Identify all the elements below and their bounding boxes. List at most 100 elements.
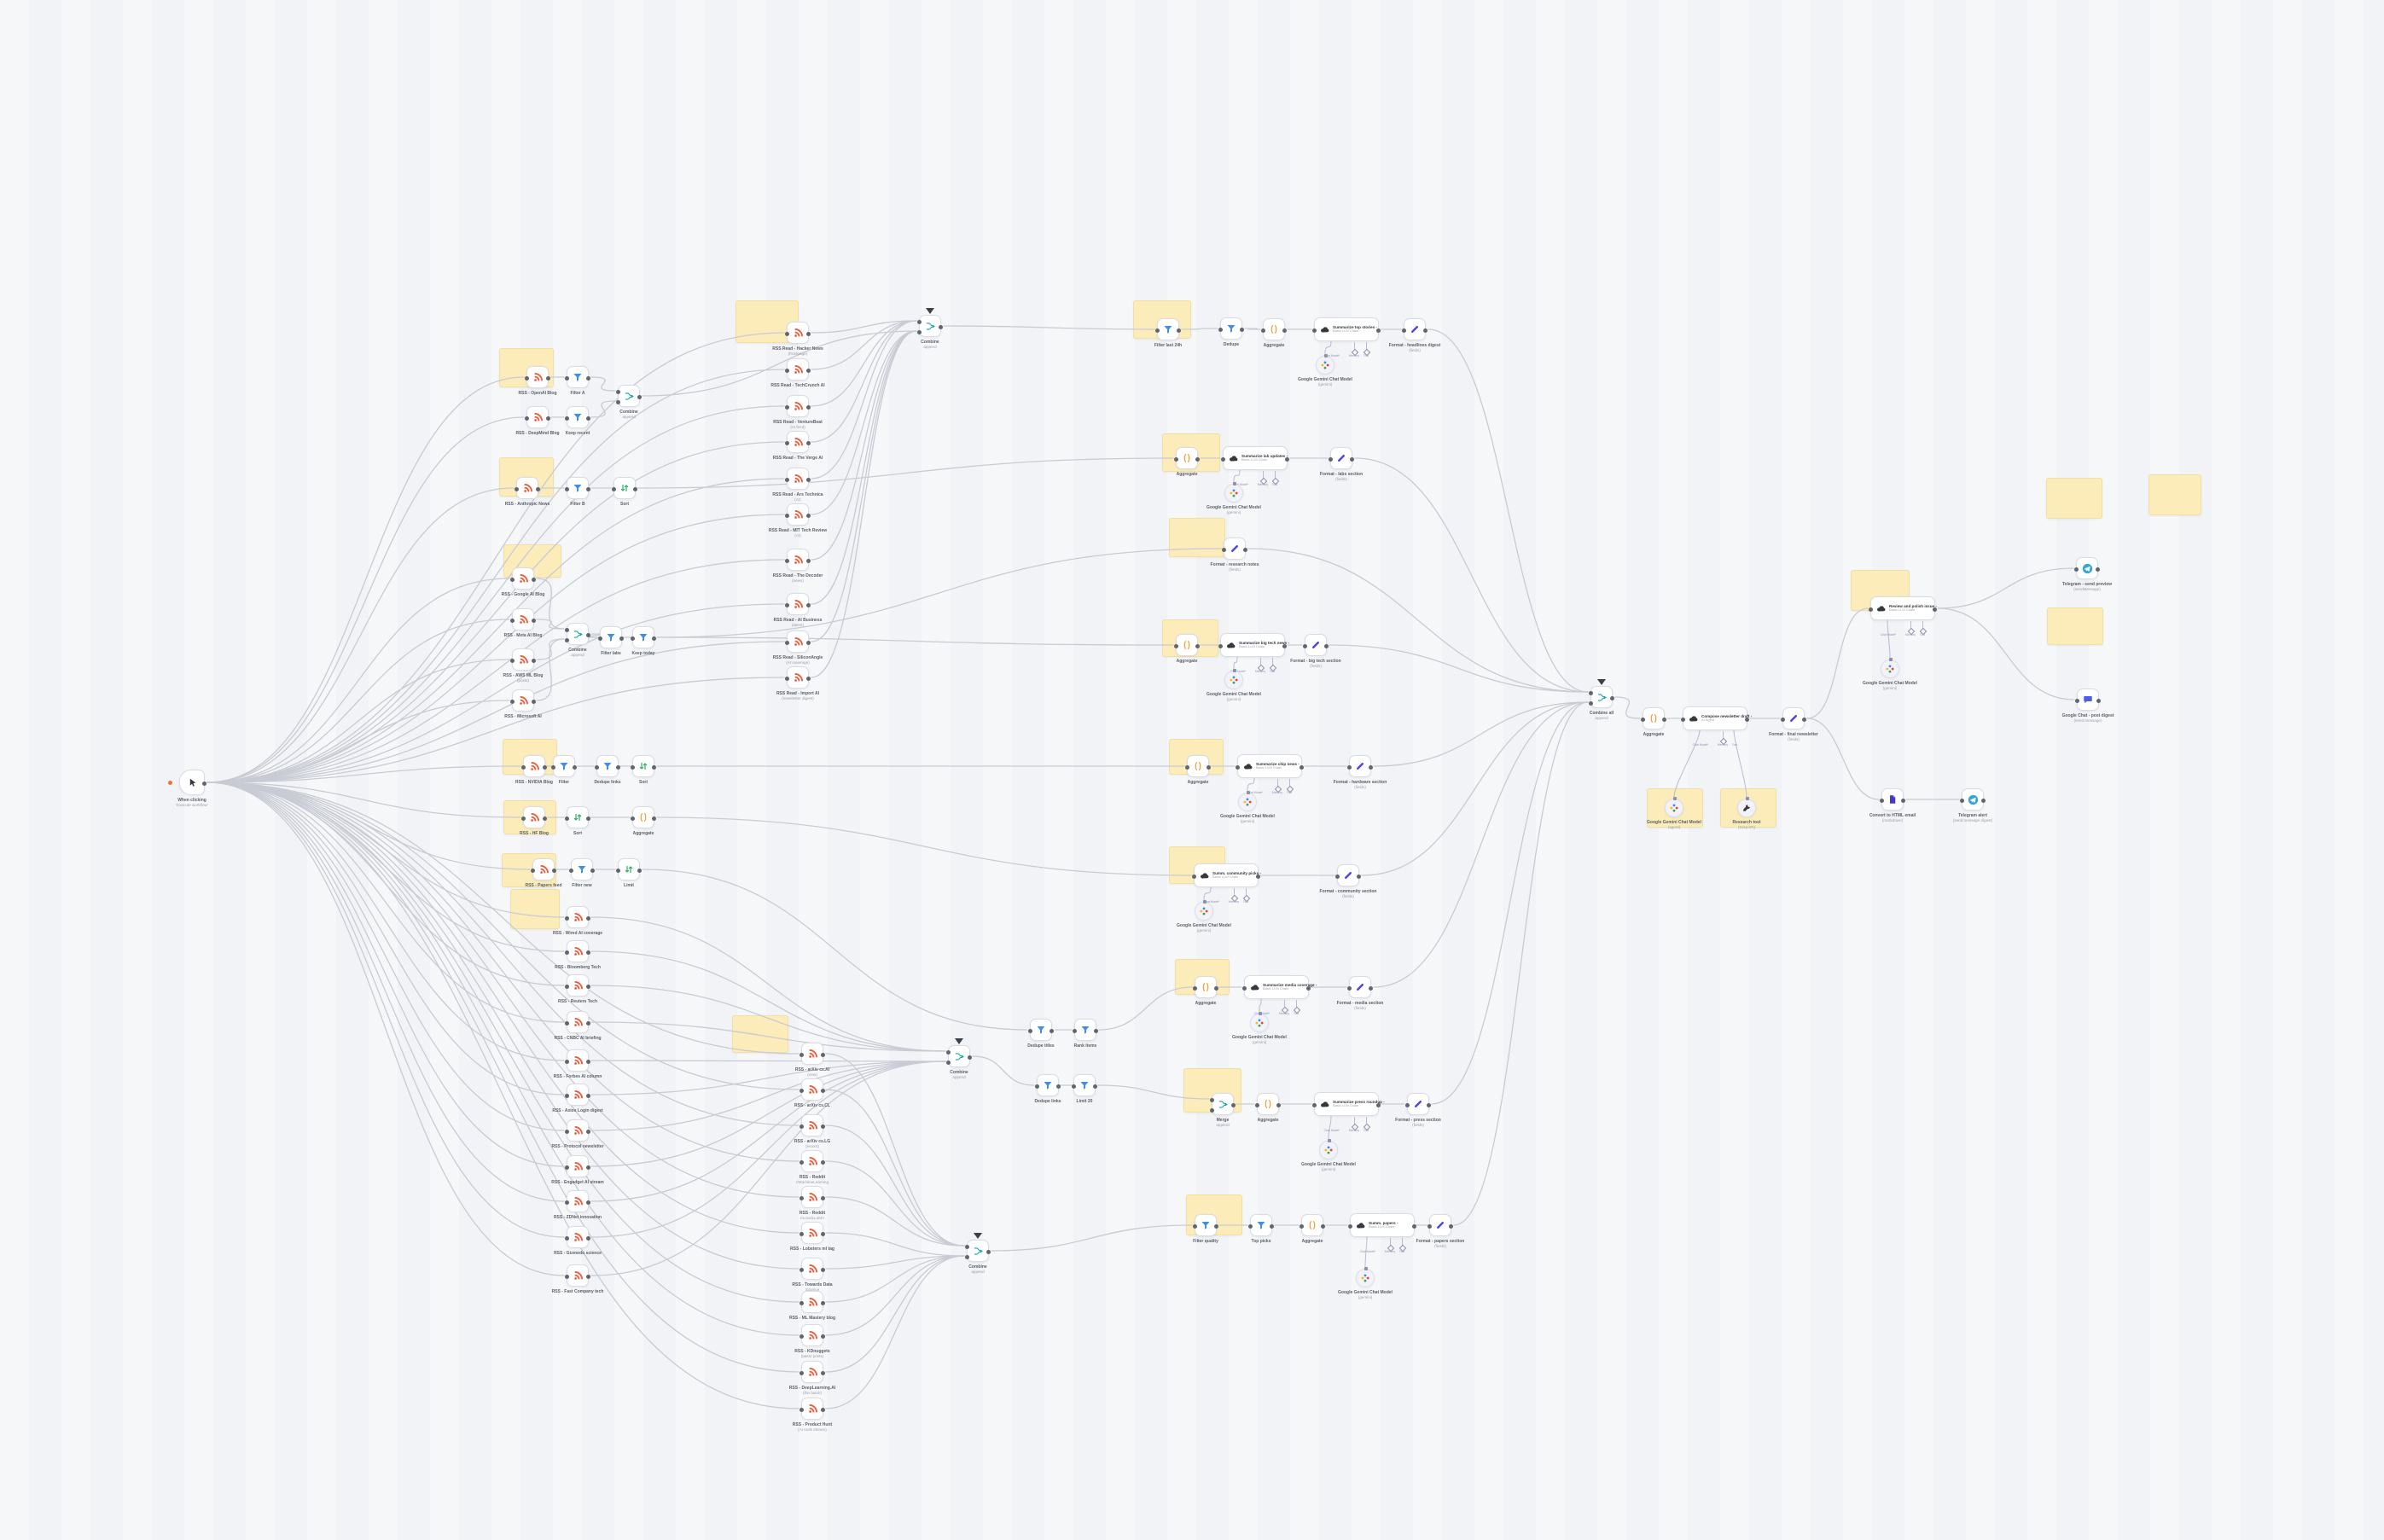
input-port[interactable] (616, 399, 620, 404)
merge-node-BM[interactable] (1589, 679, 1614, 708)
merge-node-MB[interactable] (965, 1233, 991, 1262)
set-node-R1p[interactable] (1402, 318, 1427, 340)
input-port[interactable] (631, 764, 635, 770)
gem-node-R8g[interactable] (1319, 1139, 1338, 1159)
input-port[interactable] (1427, 1223, 1432, 1229)
output-port[interactable] (1376, 1102, 1381, 1107)
output-port[interactable] (1321, 1223, 1325, 1229)
input-port[interactable] (1255, 1102, 1259, 1107)
sub-node-port[interactable] (1323, 354, 1328, 357)
input-port[interactable] (1347, 764, 1352, 770)
chat-node-FRchat[interactable] (2075, 689, 2101, 711)
rss-node-E1[interactable] (521, 755, 547, 777)
output-port[interactable] (1610, 695, 1614, 700)
output-port[interactable] (573, 764, 577, 770)
input-port[interactable] (800, 1300, 804, 1305)
output-port[interactable] (806, 440, 811, 445)
sub-node-port[interactable] (1246, 791, 1250, 794)
output-port[interactable] (552, 868, 556, 873)
output-port[interactable] (1282, 328, 1287, 333)
output-port[interactable] (1449, 1223, 1453, 1229)
output-port[interactable] (1195, 456, 1200, 462)
sort-node-E4[interactable] (631, 755, 656, 777)
filter-node-P1a[interactable] (1028, 1019, 1054, 1041)
output-port[interactable] (806, 558, 811, 563)
output-port[interactable] (821, 1407, 825, 1412)
output-port[interactable] (1802, 717, 1806, 722)
output-port[interactable] (1094, 1028, 1098, 1033)
rss-node-LC4[interactable] (565, 1011, 590, 1033)
set-node-R7p[interactable] (1347, 976, 1373, 998)
output-port[interactable] (806, 513, 811, 518)
output-port[interactable] (543, 764, 547, 770)
llm-node-RLllm[interactable]: Review and polish issue -Basic LLM Chain… (1869, 596, 1937, 636)
output-port[interactable] (2096, 567, 2100, 572)
trigger-node-T[interactable] (168, 770, 206, 795)
output-port[interactable] (821, 1267, 825, 1272)
output-port[interactable] (806, 404, 811, 410)
input-port[interactable] (1960, 798, 1964, 803)
rss-node-MC2[interactable] (800, 1078, 825, 1101)
output-port[interactable] (586, 375, 590, 381)
rss-node-LC11[interactable] (565, 1264, 590, 1287)
rss-node-TC7[interactable] (785, 549, 811, 571)
input-port[interactable] (1193, 1223, 1197, 1229)
input-port[interactable] (565, 1129, 569, 1134)
filter-node-R9f2[interactable] (1248, 1214, 1274, 1236)
input-port[interactable] (510, 699, 515, 704)
rss-node-TC6[interactable] (785, 503, 811, 526)
input-port[interactable] (785, 477, 789, 482)
sub-node-port[interactable] (1672, 797, 1677, 800)
output-port[interactable] (586, 416, 590, 421)
input-port[interactable] (616, 868, 620, 873)
set-node-R5p[interactable] (1347, 755, 1373, 777)
input-port[interactable] (565, 1274, 569, 1279)
merge-node-MAB[interactable] (616, 385, 642, 407)
input-port[interactable] (946, 1049, 951, 1055)
output-port[interactable] (586, 486, 590, 491)
output-port[interactable] (1270, 1223, 1274, 1229)
output-port[interactable] (1662, 717, 1666, 722)
input-port[interactable] (531, 868, 535, 873)
merge-node-R8m[interactable] (1210, 1093, 1236, 1115)
rss-node-MC9[interactable] (800, 1324, 825, 1346)
rss-node-LC2[interactable] (565, 940, 590, 962)
rss-node-F1[interactable] (521, 806, 547, 828)
input-port[interactable] (785, 676, 789, 681)
input-port[interactable] (565, 375, 569, 381)
sticky-note[interactable] (1720, 788, 1776, 828)
output-port[interactable] (586, 1129, 590, 1134)
input-port[interactable] (1303, 643, 1307, 648)
input-port[interactable] (1155, 328, 1160, 333)
output-port[interactable] (1901, 798, 1905, 803)
sub-node-port[interactable] (1232, 669, 1236, 672)
output-port[interactable] (532, 658, 536, 663)
output-port[interactable] (1369, 985, 1373, 991)
input-port[interactable] (785, 368, 789, 373)
output-port[interactable] (1981, 798, 1986, 803)
input-port[interactable] (565, 637, 569, 642)
rss-node-TC2[interactable] (785, 358, 811, 381)
input-port[interactable] (1185, 764, 1189, 770)
output-port[interactable] (1300, 764, 1304, 770)
llm-node-R8llm[interactable]: Summarize press roundup -Basic LLM Chain… (1312, 1092, 1385, 1132)
gem-node-R6g[interactable] (1195, 900, 1213, 921)
rss-node-MC7[interactable] (800, 1258, 825, 1280)
agg-node-R8br[interactable] (1255, 1093, 1281, 1115)
input-port[interactable] (1681, 717, 1685, 722)
sub-node-port[interactable] (1888, 658, 1893, 661)
output-port[interactable] (637, 394, 642, 399)
input-port[interactable] (800, 1407, 804, 1412)
filter-node-P1b[interactable] (1073, 1019, 1098, 1041)
rss-node-D4[interactable] (510, 689, 536, 712)
output-port[interactable] (586, 1165, 590, 1170)
input-port[interactable] (565, 416, 569, 421)
input-port[interactable] (551, 764, 555, 770)
set-node-R3p[interactable] (1222, 538, 1247, 560)
output-port[interactable] (806, 477, 811, 482)
rss-node-B1[interactable] (525, 406, 550, 428)
rss-node-TC4[interactable] (785, 431, 811, 453)
input-port[interactable] (1869, 607, 1873, 612)
